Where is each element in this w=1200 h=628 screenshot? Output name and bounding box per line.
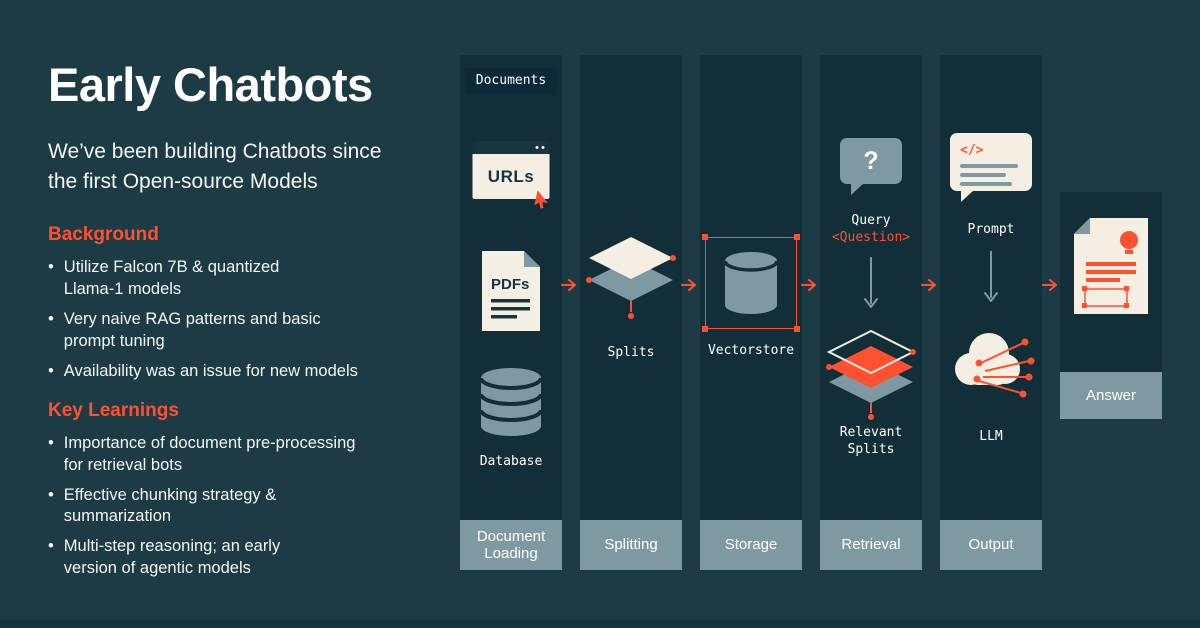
llm-cloud-icon xyxy=(955,333,1035,398)
flow-arrow-icon xyxy=(681,279,696,291)
bullet-item: Utilize Falcon 7B & quantized Llama-1 mo… xyxy=(48,257,448,301)
left-content: Early Chatbots We’ve been building Chatb… xyxy=(48,60,448,588)
subtitle: We’ve been building Chatbots since the f… xyxy=(48,140,382,194)
key-learnings-heading: Key Learnings xyxy=(48,399,179,421)
prompt-label: Prompt xyxy=(967,222,1015,237)
text-line xyxy=(960,164,1018,168)
question-mark: ? xyxy=(863,146,879,175)
section-key-learnings: Key Learnings Importance of document pre… xyxy=(48,400,448,581)
stage-splitting: Splits Splitting xyxy=(580,55,682,570)
bottom-edge xyxy=(0,620,1200,628)
down-arrow-icon xyxy=(864,257,878,308)
pdfs-label: PDFs xyxy=(491,276,529,293)
answer-panel: Answer xyxy=(1060,192,1162,419)
bullet-item: Availability was an issue for new models xyxy=(48,361,448,383)
background-heading: Background xyxy=(48,223,159,245)
stage-label-storage: Storage xyxy=(700,520,802,570)
splits-label: Splits xyxy=(607,345,655,360)
bullet-item: Effective chunking strategy & summarizat… xyxy=(48,485,448,529)
bullet-item: Very naive RAG patterns and basic prompt… xyxy=(48,309,448,353)
splits-icon xyxy=(586,237,676,319)
relevant-splits-icon xyxy=(826,329,916,420)
question-label: <Question> xyxy=(831,230,911,245)
down-arrow-icon xyxy=(984,251,998,302)
flow-arrow-icon xyxy=(1042,279,1057,291)
stage-label-splitting: Splitting xyxy=(580,520,682,570)
page-title: Early Chatbots xyxy=(48,58,373,111)
flow-arrow-icon xyxy=(921,279,936,291)
stage-output: </> Prompt xyxy=(940,55,1042,570)
browser-titlebar xyxy=(472,141,550,154)
urls-browser-icon: URLs xyxy=(472,141,550,209)
text-line xyxy=(960,182,1012,186)
stage-label-document-loading: Document Loading xyxy=(460,520,562,570)
stage-storage: Vectorstore Storage xyxy=(700,55,802,570)
background-bullets: Utilize Falcon 7B & quantized Llama-1 mo… xyxy=(48,257,448,383)
vectorstore-label: Vectorstore xyxy=(707,343,795,358)
key-learnings-bullets: Importance of document pre-processing fo… xyxy=(48,433,448,581)
database-label: Database xyxy=(479,454,543,469)
pdfs-document-icon: PDFs xyxy=(482,251,540,331)
stage-document-loading: Documents URLs PDFs Database Document Lo… xyxy=(460,55,562,570)
documents-badge: Documents xyxy=(464,68,558,93)
bullet-item: Importance of document pre-processing fo… xyxy=(48,433,448,477)
cursor-icon xyxy=(534,190,548,209)
query-label: Query xyxy=(851,213,891,228)
vectorstore-icon xyxy=(702,234,800,332)
flow-arrow-icon xyxy=(561,279,576,291)
code-symbol: </> xyxy=(960,143,984,158)
flow-arrow-icon xyxy=(801,279,816,291)
stage-label-output: Output xyxy=(940,520,1042,570)
answer-document-icon xyxy=(1074,218,1148,314)
question-bubble-icon: ? xyxy=(840,138,902,195)
database-icon xyxy=(479,368,543,436)
llm-label: LLM xyxy=(979,429,1003,444)
bullet-item: Multi-step reasoning; an early version o… xyxy=(48,536,448,580)
relevant-splits-label: Relevant Splits xyxy=(839,425,903,457)
urls-label: URLs xyxy=(472,154,550,199)
cylinder-icon xyxy=(723,252,779,314)
text-line xyxy=(960,173,1006,177)
stage-label-retrieval: Retrieval xyxy=(820,520,922,570)
prompt-bubble-icon: </> xyxy=(950,133,1032,202)
selection-frame xyxy=(705,237,797,329)
stage-retrieval: ? Query <Question> Relevant Splits Retri… xyxy=(820,55,922,570)
answer-label: Answer xyxy=(1060,372,1162,419)
section-background: Background Utilize Falcon 7B & quantized… xyxy=(48,224,448,383)
